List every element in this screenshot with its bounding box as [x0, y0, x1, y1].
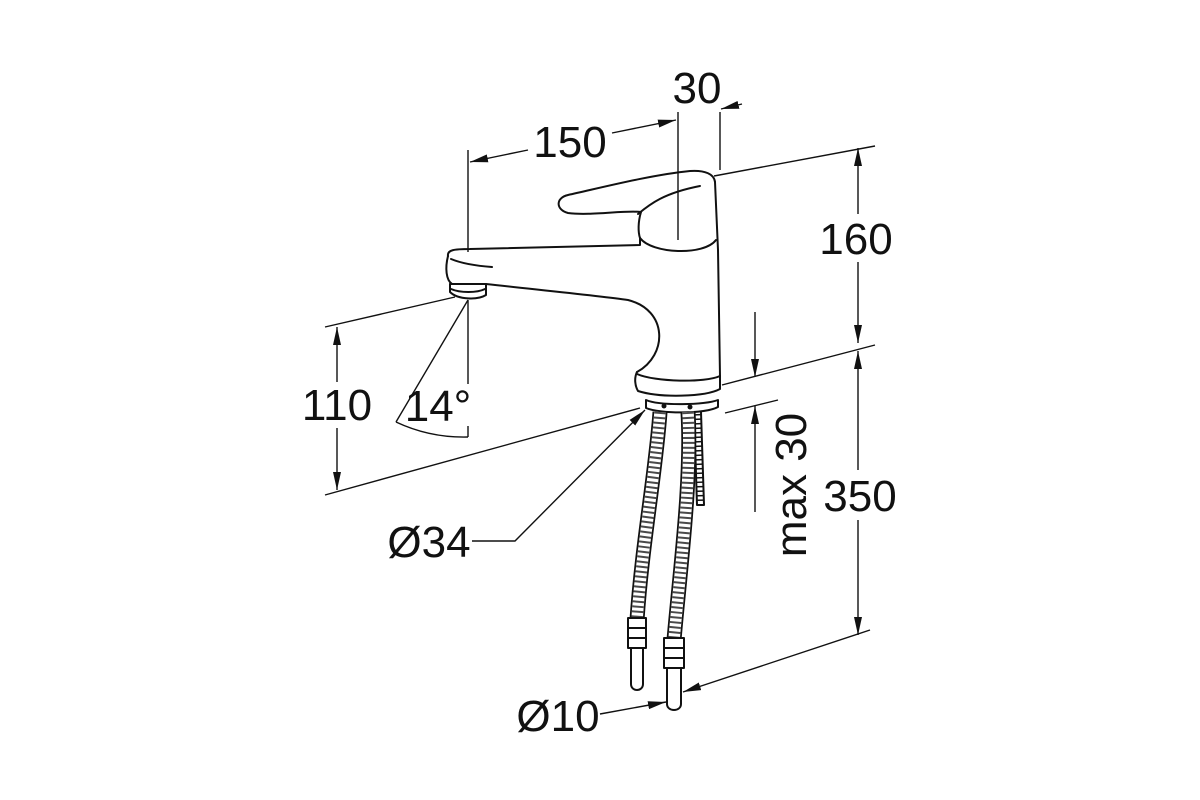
dimensions — [324, 100, 876, 715]
label-110: 110 — [302, 381, 372, 430]
countertop-line-left — [324, 407, 641, 496]
hose-right — [666, 411, 697, 641]
faucet-aerator-ring — [450, 288, 486, 293]
extension-line-spout-outlet — [324, 296, 456, 328]
leader-line-34 — [472, 409, 646, 542]
label-14-degree: 14° — [405, 382, 472, 431]
faucet-handle-cap-bottom — [639, 237, 717, 252]
fitting-left — [627, 617, 647, 691]
leader-line-10 — [599, 701, 667, 715]
faucet-body-right — [714, 181, 721, 377]
label-diameter-10: Ø10 — [516, 692, 599, 741]
label-350: 350 — [823, 472, 896, 521]
faucet-spout-bottom — [449, 283, 661, 373]
dimension-line-30 — [720, 100, 743, 110]
mounting-hole-right — [687, 404, 693, 410]
hose-left — [629, 411, 668, 621]
faucet-base-ring — [634, 371, 721, 397]
faucet-spout-tip-edge — [450, 258, 493, 268]
faucet-handle-cap-left — [637, 211, 642, 239]
angle-line-jet — [395, 299, 469, 423]
extension-line-handle-top — [713, 145, 876, 177]
threaded-stud-thread — [694, 413, 704, 504]
faucet-spout-tip — [445, 255, 453, 285]
mounting-plate — [645, 399, 719, 414]
fitting-right — [663, 637, 685, 711]
label-30: 30 — [673, 64, 722, 113]
faucet-aerator — [449, 283, 487, 300]
extension-line-hose-end — [682, 629, 871, 693]
faucet-handle-lever — [557, 169, 716, 215]
faucet-base-ring-edge — [636, 373, 721, 382]
faucet-spout-top — [446, 237, 641, 257]
dimension-line-150-left — [469, 149, 529, 163]
label-diameter-34: Ø34 — [387, 518, 470, 567]
dimension-labels: 30 150 160 110 14° 350 max 30 Ø34 Ø10 — [302, 64, 897, 741]
label-150: 150 — [533, 118, 606, 167]
faucet-handle-shoulder — [637, 185, 701, 215]
mounting-hole-left — [661, 403, 667, 409]
countertop-line-right — [721, 344, 876, 386]
label-max-30: max 30 — [767, 413, 816, 557]
countertop-underside-line — [724, 399, 779, 414]
dimension-line-150-right — [611, 119, 677, 134]
angle-arc — [395, 421, 469, 438]
faucet — [445, 169, 721, 711]
label-160: 160 — [819, 215, 892, 264]
